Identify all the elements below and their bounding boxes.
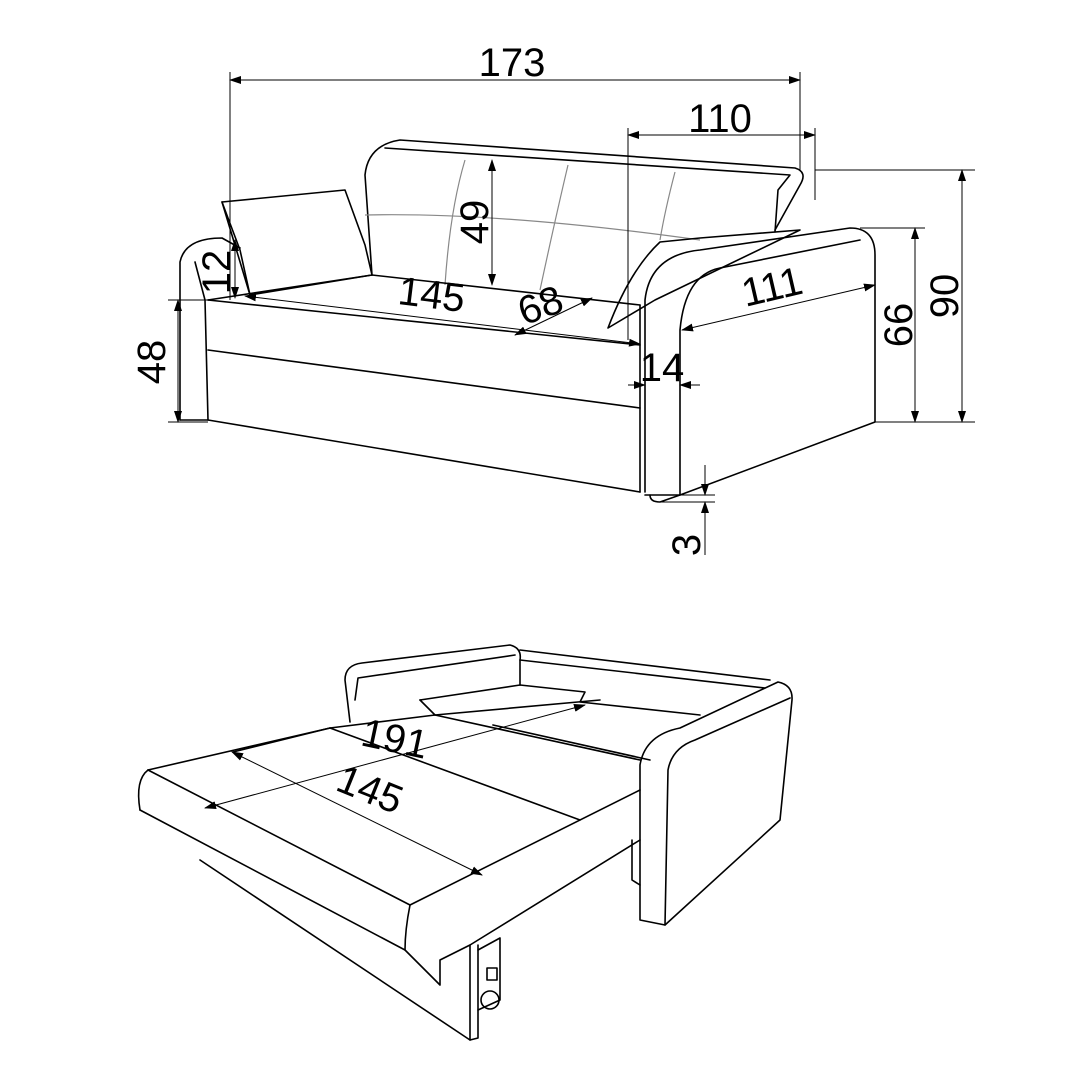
dim-bed-length: 191 [357,711,431,768]
dim-bed-width: 145 [331,757,409,823]
dim-armrest-height: 66 [877,303,921,348]
bed-dimension-lines [204,704,586,876]
dim-seat-width: 145 [396,269,468,321]
dim-seat-depth: 68 [512,278,569,335]
sofa-dimension-lines [168,72,975,555]
dim-back-height: 49 [453,200,497,245]
dim-armrest-thickness: 14 [640,346,685,390]
dim-leg-height: 3 [665,534,709,556]
dim-total-height: 90 [923,274,967,319]
bed-drawing [137,644,793,1041]
dim-pillow-height: 12 [195,250,239,295]
dim-seat-height: 48 [130,340,174,385]
bed-dimension-labels: 191 145 [331,711,432,823]
dim-armrest-depth: 111 [737,259,806,316]
sofa-dimension-labels: 173 110 90 66 48 49 12 145 68 111 14 3 [130,41,967,556]
dim-cushion-width: 110 [688,97,752,141]
dim-overall-width: 173 [479,41,546,85]
